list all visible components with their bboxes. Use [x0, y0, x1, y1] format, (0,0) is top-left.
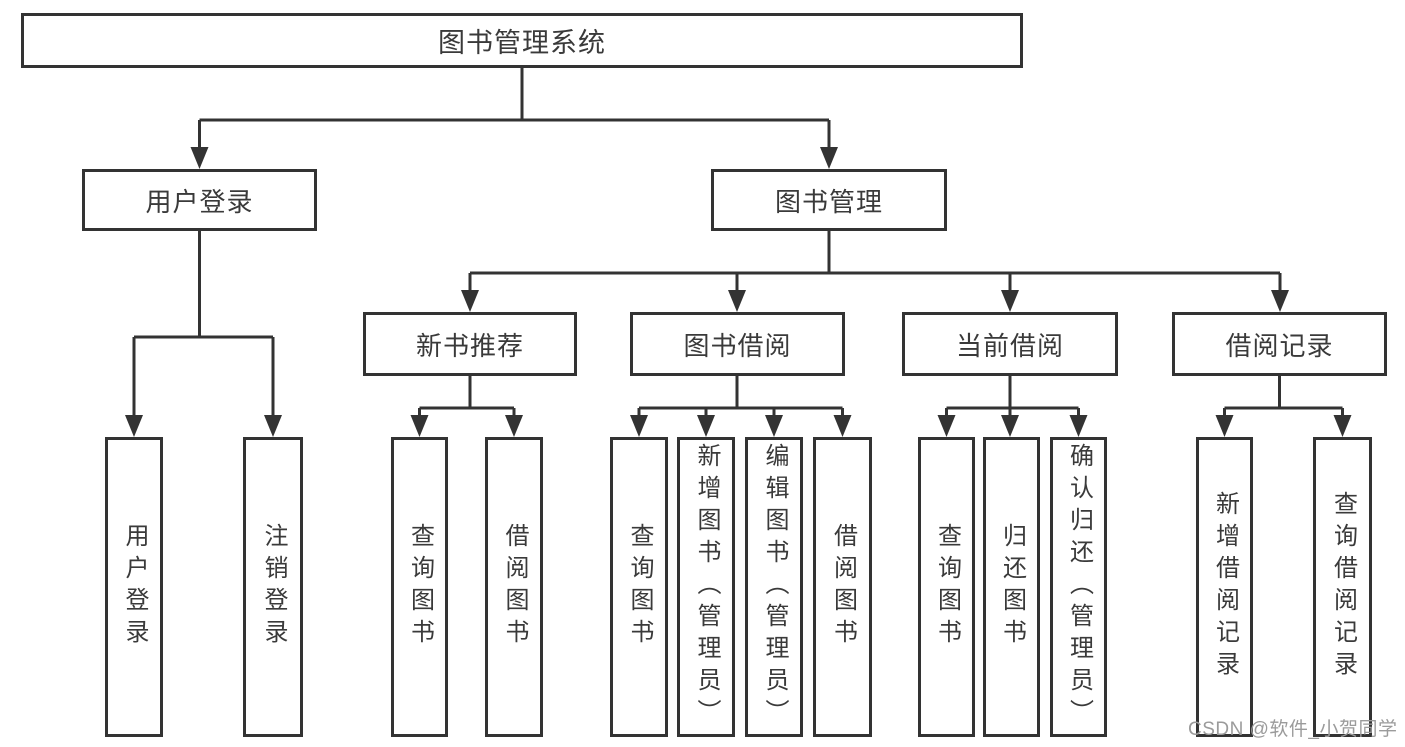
leaf-borrow-books: 借阅图书	[813, 437, 872, 737]
node-book-borrow: 图书借阅	[630, 312, 845, 376]
node-current-borrow: 当前借阅	[902, 312, 1118, 376]
node-new-books-label: 新书推荐	[415, 330, 524, 361]
node-user-login-label: 用户登录	[145, 186, 254, 217]
leaf-confirm-return-admin: 确认归还（管理员）	[1050, 437, 1107, 737]
node-records-label: 借阅记录	[1225, 330, 1334, 361]
node-new-books: 新书推荐	[363, 312, 577, 376]
leaf-add-borrow-record: 新增借阅记录	[1196, 437, 1253, 737]
node-current-borrow-label: 当前借阅	[955, 330, 1064, 361]
leaf-borrow-books-recommend: 借阅图书	[485, 437, 543, 737]
connector-records	[1215, 376, 1352, 437]
node-book-mgmt-label: 图书管理	[774, 186, 883, 217]
connector-book-mgmt	[461, 231, 1289, 312]
leaf-query-books-borrow: 查询图书	[610, 437, 668, 737]
leaf-add-book-admin: 新增图书（管理员）	[677, 437, 735, 737]
node-book-mgmt: 图书管理	[711, 169, 947, 231]
leaf-edit-book-admin: 编辑图书（管理员）	[745, 437, 803, 737]
connector-root	[190, 68, 838, 169]
leaf-logout: 注销登录	[243, 437, 303, 737]
connector-user-login	[125, 231, 282, 437]
node-root: 图书管理系统	[21, 13, 1023, 68]
node-records: 借阅记录	[1172, 312, 1387, 376]
connector-new-books	[410, 376, 523, 437]
leaf-user-login: 用户登录	[105, 437, 163, 737]
node-book-borrow-label: 图书借阅	[683, 330, 792, 361]
connector-book-borrow	[630, 376, 852, 437]
leaf-query-books-recommend: 查询图书	[391, 437, 448, 737]
node-user-login: 用户登录	[82, 169, 317, 231]
watermark: CSDN @软件_小贺同学	[1188, 719, 1398, 740]
leaf-query-books-current: 查询图书	[918, 437, 975, 737]
leaf-query-borrow-record: 查询借阅记录	[1313, 437, 1372, 737]
connector-current-borrow	[937, 376, 1088, 437]
node-root-label: 图书管理系统	[438, 28, 606, 58]
leaf-return-book: 归还图书	[983, 437, 1040, 737]
